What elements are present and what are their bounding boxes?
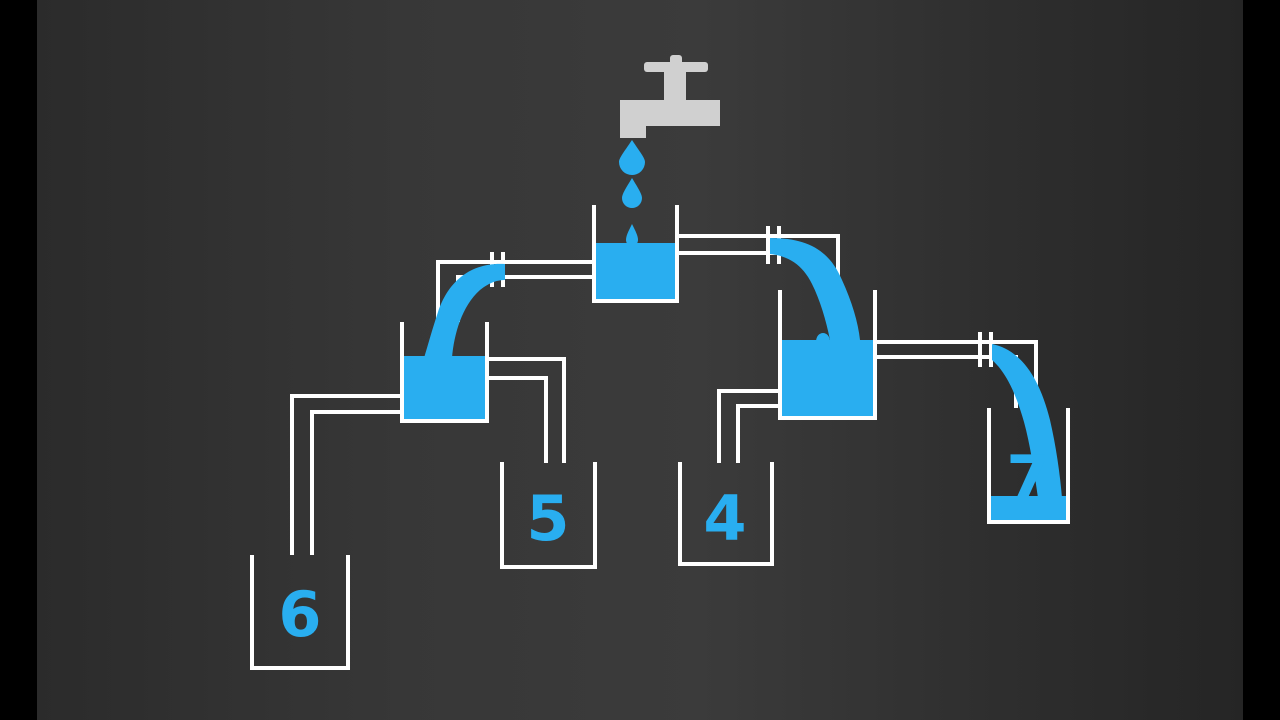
- right-stream: [770, 238, 860, 340]
- water-drop-icon: [626, 224, 638, 246]
- top-cup-water: [594, 243, 675, 300]
- faucet-icon: [620, 55, 720, 138]
- water-drop-icon: [619, 140, 645, 175]
- pipe-right-to-four: [717, 389, 780, 463]
- cup-four: 4: [678, 462, 774, 566]
- pipe-left-to-six: [290, 394, 402, 555]
- left-stream: [424, 263, 505, 358]
- cup-seven-water: [991, 496, 1067, 521]
- cup-seven-label: 7: [1006, 442, 1049, 515]
- right-mid-cup-water-bump: [816, 333, 830, 342]
- cup-five-label: 5: [526, 482, 569, 555]
- water-drop-icon: [622, 178, 642, 208]
- cup-six: 6: [250, 555, 350, 670]
- pipe-left-to-five: [487, 357, 566, 463]
- far-right-stream: [992, 344, 1062, 498]
- left-mid-cup-water: [403, 356, 486, 420]
- cup-four-label: 4: [703, 482, 746, 555]
- left-mid-cup: [400, 322, 489, 423]
- right-mid-cup: [778, 290, 877, 420]
- right-mid-cup-water: [781, 340, 874, 417]
- cup-five: 5: [500, 462, 597, 569]
- cup-six-label: 6: [278, 578, 321, 651]
- cup-seven: 7: [987, 408, 1070, 524]
